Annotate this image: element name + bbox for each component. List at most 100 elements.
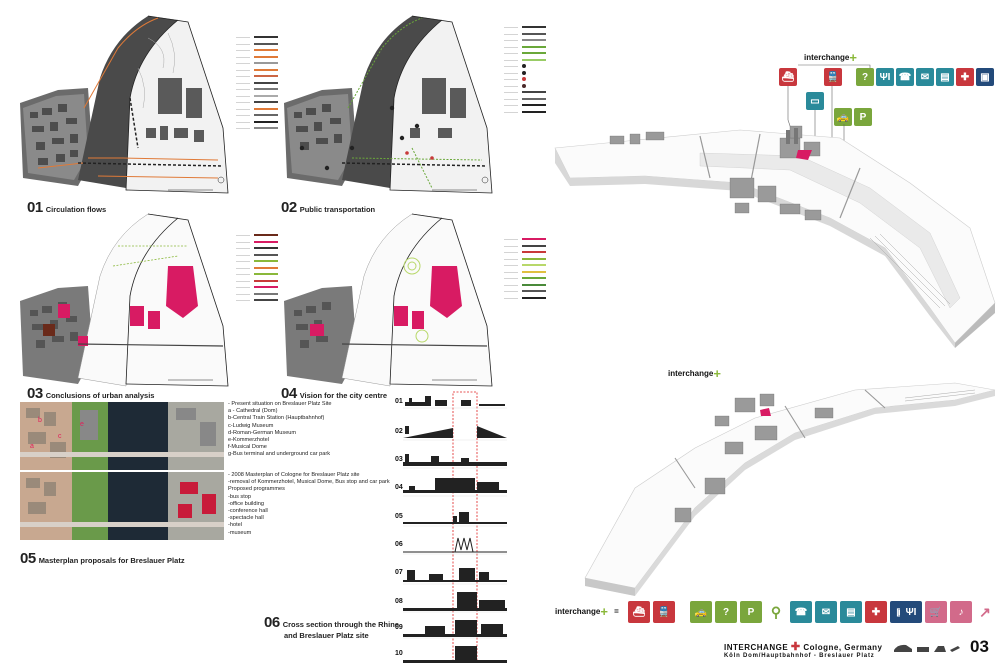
- note-line: -removal of Kommerzhotel, Musical Dome, …: [228, 479, 390, 486]
- panel-number: 03: [27, 385, 43, 402]
- ship-icon: ⛴: [628, 601, 650, 623]
- parking-icon: P: [740, 601, 762, 623]
- legend-vision: ———— ———— ———— ———— ———— ———— ———— ———— …: [478, 236, 546, 301]
- svg-text:b: b: [38, 417, 42, 424]
- legend-urban-analysis: ———— ———— ———— ———— ———— ———— ———— ———— …: [210, 232, 278, 304]
- vehicle-silhouettes-icon: [894, 644, 960, 652]
- panel-label: Public transportation: [299, 205, 376, 214]
- interchange-heading-middle: interchange+: [668, 366, 721, 381]
- svg-text:a: a: [30, 443, 34, 450]
- panel-label: Conclusions of urban analysis: [45, 391, 155, 400]
- map-urban-analysis: [20, 213, 229, 387]
- svg-text:c: c: [58, 433, 62, 440]
- section-number: 02: [395, 428, 403, 435]
- note-line: - Present situation on Breslauer Platz S…: [228, 401, 332, 407]
- present-situation-notes: - Present situation on Breslauer Platz S…: [228, 401, 332, 459]
- section-number: 01: [395, 398, 403, 405]
- note-line: - 2008 Masterplan of Cologne for Breslau…: [228, 472, 360, 478]
- taxi-icon: 🚕: [690, 601, 712, 623]
- info-icon: ?: [715, 601, 737, 623]
- section-number: 08: [395, 598, 403, 605]
- note-line: -spectacle hall: [228, 515, 264, 522]
- panel-label-line1: Cross section through the Rhine: [282, 620, 399, 629]
- panel-number: 05: [20, 550, 36, 567]
- plus-icon: +: [849, 50, 857, 65]
- 3d-model-bottom: [584, 382, 996, 596]
- plus-icon: +: [713, 366, 721, 381]
- interchange-heading-top: interchange+: [804, 50, 857, 65]
- note-line: a - Cathedral (Dom): [228, 408, 278, 415]
- map-public-transportation: [284, 15, 493, 194]
- red-cross-icon: ✚: [790, 641, 801, 653]
- note-line: d-Roman-German Museum: [228, 429, 297, 436]
- interchange-label: interchange: [668, 369, 714, 378]
- footer-title: INTERCHANGE: [724, 643, 789, 652]
- section-number: 03: [395, 456, 403, 463]
- map-circulation-flows: [20, 15, 229, 194]
- note-line: f-Musical Dome: [228, 444, 267, 451]
- footer-title-block: INTERCHANGE ✚ Cologne, Germany: [724, 640, 882, 653]
- legend-public-transport: ———— ———— ———— ———— ———— ———— ———— ———— …: [478, 24, 546, 115]
- info-icon: ?: [856, 68, 874, 86]
- page-number: 03: [970, 637, 989, 656]
- section-number: 04: [395, 484, 403, 491]
- cross-section-diagram: [403, 391, 507, 663]
- interchange-label: interchange: [804, 53, 850, 62]
- note-line: -bus stop: [228, 493, 252, 500]
- panel-label: Circulation flows: [45, 205, 107, 214]
- note-line: -museum: [228, 529, 252, 536]
- 3d-model-top: [554, 125, 996, 348]
- phone-icon: ☎: [790, 601, 812, 623]
- masterplan-notes: - 2008 Masterplan of Cologne for Breslau…: [228, 472, 390, 537]
- internet-icon: ▤: [840, 601, 862, 623]
- ship-icon: ⛴: [779, 68, 797, 86]
- parking-icon: P: [854, 108, 872, 126]
- equals-sign: =: [614, 607, 619, 616]
- panel-number: 04: [281, 385, 297, 402]
- note-line: -hotel: [228, 522, 242, 529]
- section-number: 06: [395, 541, 403, 548]
- panel-label: Vision for the city centre: [299, 391, 388, 400]
- section-number: 09: [395, 624, 403, 631]
- taxi-icon: 🚕: [834, 108, 852, 126]
- leisure-icon: ♪: [950, 601, 972, 623]
- note-line: Proposed programmes: [228, 486, 285, 493]
- note-line: -office building: [228, 500, 264, 507]
- shopping-icon: 🛒: [925, 601, 947, 623]
- first-aid-icon: ✚: [956, 68, 974, 86]
- train-icon: 🚆: [653, 601, 675, 623]
- mail-icon: ✉: [815, 601, 837, 623]
- luggage-icon: ▣: [976, 68, 994, 86]
- panel-label: Masterplan proposals for Breslauer Platz: [38, 556, 185, 565]
- interchange-label: interchange: [555, 607, 601, 616]
- note-line: g-Bus terminal and underground car park: [228, 451, 330, 458]
- chart-icon: ↗: [974, 601, 996, 623]
- panel-number: 06: [264, 614, 280, 631]
- phone-icon: ☎: [896, 68, 914, 86]
- bus-icon: ▭: [806, 92, 824, 110]
- note-line: b-Central Train Station (Hauptbahnhof): [228, 415, 325, 422]
- panel-label-line2: and Breslauer Platz site: [284, 631, 369, 640]
- aerial-masterplan-proposal: [20, 472, 224, 540]
- first-aid-icon: ✚: [865, 601, 887, 623]
- note-line: -conference hall: [228, 508, 268, 515]
- note-line: c-Ludwig Museum: [228, 422, 274, 429]
- section-number: 05: [395, 513, 403, 520]
- plus-icon: +: [600, 604, 608, 619]
- footer-city: Cologne, Germany: [803, 643, 883, 652]
- map-vision-city-centre: [284, 213, 493, 387]
- mail-icon: ✉: [916, 68, 934, 86]
- restaurant-icon: ΨΙ: [876, 68, 894, 86]
- train-icon: 🚆: [824, 68, 842, 86]
- note-line: e-Kommerzhotel: [228, 437, 270, 444]
- panel-number: 02: [281, 199, 297, 216]
- footer-subtitle: Köln Dom/Hauptbahnhof - Breslauer Platz: [724, 653, 875, 659]
- interchange-heading-bottom: interchange+ =: [555, 604, 619, 619]
